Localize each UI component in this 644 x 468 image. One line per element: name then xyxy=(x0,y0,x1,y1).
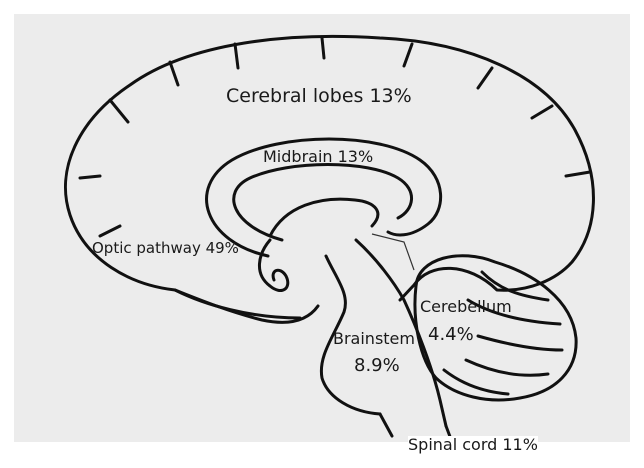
gyrus-notch-1 xyxy=(110,100,128,122)
spinal-cord-line xyxy=(380,414,392,436)
gyrus-notch-7 xyxy=(532,106,552,118)
gyrus-notch-6 xyxy=(478,68,492,88)
gyrus-notch-8 xyxy=(566,172,590,176)
label-brainstem-name: Brainstem xyxy=(333,330,415,348)
gyrus-notch-10 xyxy=(100,226,120,236)
cerebellum-folium-4 xyxy=(466,360,548,375)
gyrus-notch-4 xyxy=(322,38,324,58)
gyrus-notch-2 xyxy=(170,62,178,85)
label-cerebral-lobes: Cerebral lobes 13% xyxy=(226,86,412,107)
cerebellum-folium-3 xyxy=(478,336,562,350)
gyrus-notch-3 xyxy=(235,44,238,68)
label-spinal-cord: Spinal cord 11% xyxy=(408,436,538,454)
cerebrum-outline xyxy=(65,36,593,318)
midbrain-arch-inner xyxy=(234,165,412,241)
label-cerebellum-value: 4.4% xyxy=(428,325,474,345)
label-cerebellum-name: Cerebellum xyxy=(420,298,512,316)
label-midbrain: Midbrain 13% xyxy=(263,148,373,166)
label-optic-pathway: Optic pathway 49% xyxy=(92,240,239,257)
thalamus-curve xyxy=(270,199,378,236)
gyrus-notch-9 xyxy=(80,176,100,178)
gyrus-notch-5 xyxy=(404,44,412,66)
label-brainstem-value: 8.9% xyxy=(354,356,400,376)
optic-pathway-shape xyxy=(259,240,287,291)
